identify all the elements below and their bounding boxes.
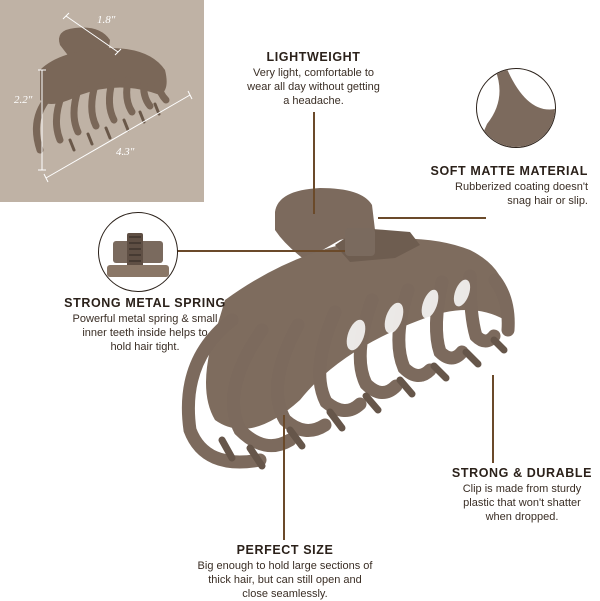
lightweight-description: Very light, comfortable to wear all day … (226, 66, 401, 108)
metal-spring-description: Powerful metal spring & small inner teet… (58, 312, 232, 354)
perfect-size-leader-line (283, 415, 285, 540)
strong-durable-line-1: Clip is made from sturdy (462, 483, 582, 495)
strong-durable-title: STRONG & DURABLE (451, 466, 593, 480)
metal-spring-line-2: inner teeth inside helps to (82, 327, 208, 339)
metal-spring-line-1: Powerful metal spring & small (72, 313, 218, 325)
strong-durable-line-2: plastic that won't shatter (463, 497, 581, 509)
matte-detail-image (477, 69, 555, 147)
lightweight-line-3: a headache. (283, 95, 344, 107)
lightweight-title: LIGHTWEIGHT (266, 50, 361, 64)
soft-matte-leader-line (378, 217, 486, 219)
metal-spring-line-3: hold hair tight. (110, 341, 180, 353)
lightweight-leader-line (313, 112, 315, 214)
strong-durable-line-3: when dropped. (485, 511, 559, 523)
perfect-size-title: PERFECT SIZE (236, 543, 334, 557)
lightweight-callout: LIGHTWEIGHT Very light, comfortable to w… (226, 50, 401, 108)
metal-spring-leader-line (175, 250, 345, 252)
dimensions-panel: 1.8″ 2.2″ 4.3″ (0, 0, 204, 202)
metal-spring-callout: STRONG METAL SPRING Powerful metal sprin… (58, 296, 232, 354)
perfect-size-line-3: close seamlessly. (242, 588, 328, 600)
soft-matte-description: Rubberized coating doesn't snag hair or … (420, 180, 588, 208)
perfect-size-callout: PERFECT SIZE Big enough to hold large se… (180, 543, 390, 601)
perfect-size-description: Big enough to hold large sections of thi… (180, 559, 390, 601)
strong-durable-description: Clip is made from sturdy plastic that wo… (450, 482, 594, 524)
spring-detail-circle (98, 212, 178, 292)
soft-matte-line-2: snag hair or slip. (507, 195, 588, 207)
dimension-clip-image (32, 12, 193, 183)
perfect-size-line-2: thick hair, but can still open and (208, 574, 362, 586)
spring-detail-image (107, 233, 169, 277)
height-dimension-label: 2.2″ (14, 94, 33, 106)
metal-spring-title: STRONG METAL SPRING (64, 296, 226, 310)
soft-matte-callout: SOFT MATTE MATERIAL Rubberized coating d… (420, 164, 588, 208)
length-dimension-label: 4.3″ (116, 146, 135, 158)
width-dimension-label: 1.8″ (97, 14, 116, 26)
lightweight-line-1: Very light, comfortable to (252, 67, 375, 79)
soft-matte-line-1: Rubberized coating doesn't (455, 181, 588, 193)
perfect-size-line-1: Big enough to hold large sections of (197, 560, 373, 572)
strong-durable-callout: STRONG & DURABLE Clip is made from sturd… (450, 466, 594, 524)
lightweight-line-2: wear all day without getting (247, 81, 380, 93)
soft-matte-title: SOFT MATTE MATERIAL (430, 164, 588, 178)
strong-durable-leader-line (492, 375, 494, 463)
matte-detail-circle (476, 68, 556, 148)
